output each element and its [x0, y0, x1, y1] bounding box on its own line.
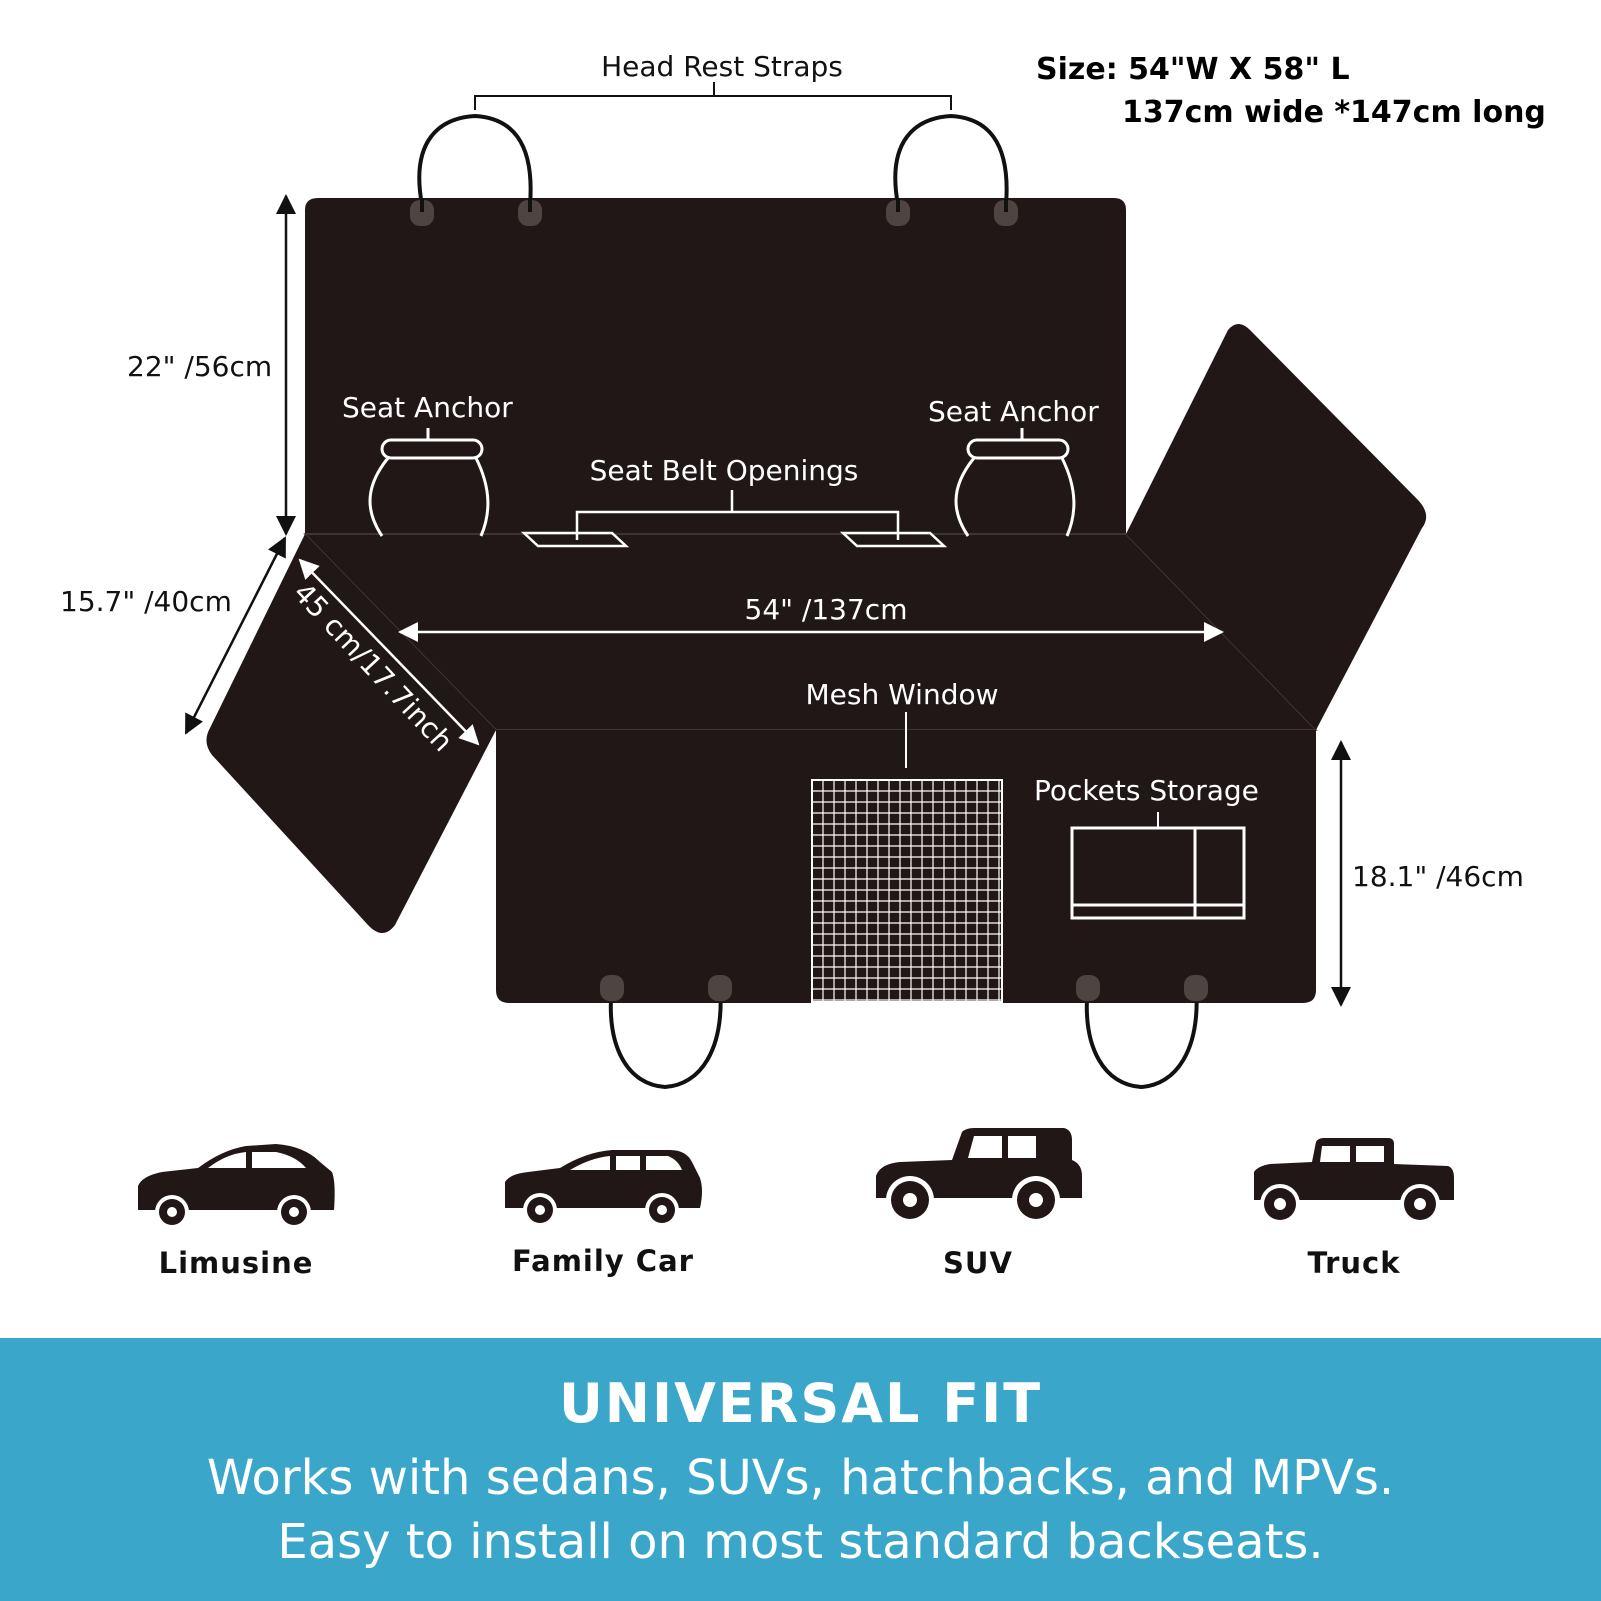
head-rest-strap-loops: [417, 113, 1009, 206]
top-strap-ends: [420, 198, 1008, 212]
front-height-label: 18.1" /46cm: [1352, 860, 1524, 893]
mesh-window-label: Mesh Window: [805, 678, 998, 711]
seat-depth-arrow: [298, 558, 480, 746]
truck-icon: [1254, 1138, 1454, 1224]
sedan-icon: [138, 1144, 335, 1229]
width-label: 54" /137cm: [745, 593, 908, 626]
banner-title: UNIVERSAL FIT: [558, 1372, 1043, 1435]
seat-belt-openings: [520, 490, 948, 548]
suv-icon: [876, 1128, 1082, 1224]
seat-belt-openings-label: Seat Belt Openings: [590, 454, 859, 487]
bottom-strap-loops: [608, 984, 1199, 1090]
seat-anchor-left: [368, 428, 490, 537]
size-centimeters: 137cm wide *147cm long: [1122, 95, 1546, 130]
bottom-strap-slots: [600, 975, 1208, 1001]
top-strap-slots: [410, 200, 1018, 226]
side-flap-arrow: [184, 536, 287, 735]
seat-anchor-right-label: Seat Anchor: [928, 395, 1099, 428]
pockets-storage: [1070, 812, 1246, 920]
head-rest-straps-bracket: [474, 82, 952, 110]
right-side-flap: [1126, 324, 1427, 730]
side-flap-label: 15.7" /40cm: [60, 585, 232, 618]
vehicle-label-limusine: Limusine: [159, 1246, 314, 1280]
pockets-storage-label: Pockets Storage: [1034, 774, 1259, 807]
mesh-window: [811, 779, 1003, 1003]
vehicle-label-family-car: Family Car: [512, 1244, 694, 1278]
back-height-label: 22" /56cm: [127, 350, 272, 383]
wagon-icon: [505, 1150, 702, 1227]
banner-line-2: Easy to install on most standard backsea…: [277, 1514, 1324, 1570]
universal-fit-banner: UNIVERSAL FIT Works with sedans, SUVs, h…: [0, 1338, 1601, 1601]
size-inches: Size: 54"W X 58" L: [1036, 52, 1350, 87]
head-rest-straps-label: Head Rest Straps: [601, 50, 843, 83]
vehicle-label-truck: Truck: [1307, 1246, 1400, 1280]
back-panel: [305, 198, 1126, 534]
seat-anchor-right: [954, 428, 1076, 537]
seat-anchor-left-label: Seat Anchor: [342, 391, 513, 424]
banner-line-1: Works with sedans, SUVs, hatchbacks, and…: [206, 1450, 1395, 1506]
vehicle-label-suv: SUV: [943, 1246, 1013, 1280]
